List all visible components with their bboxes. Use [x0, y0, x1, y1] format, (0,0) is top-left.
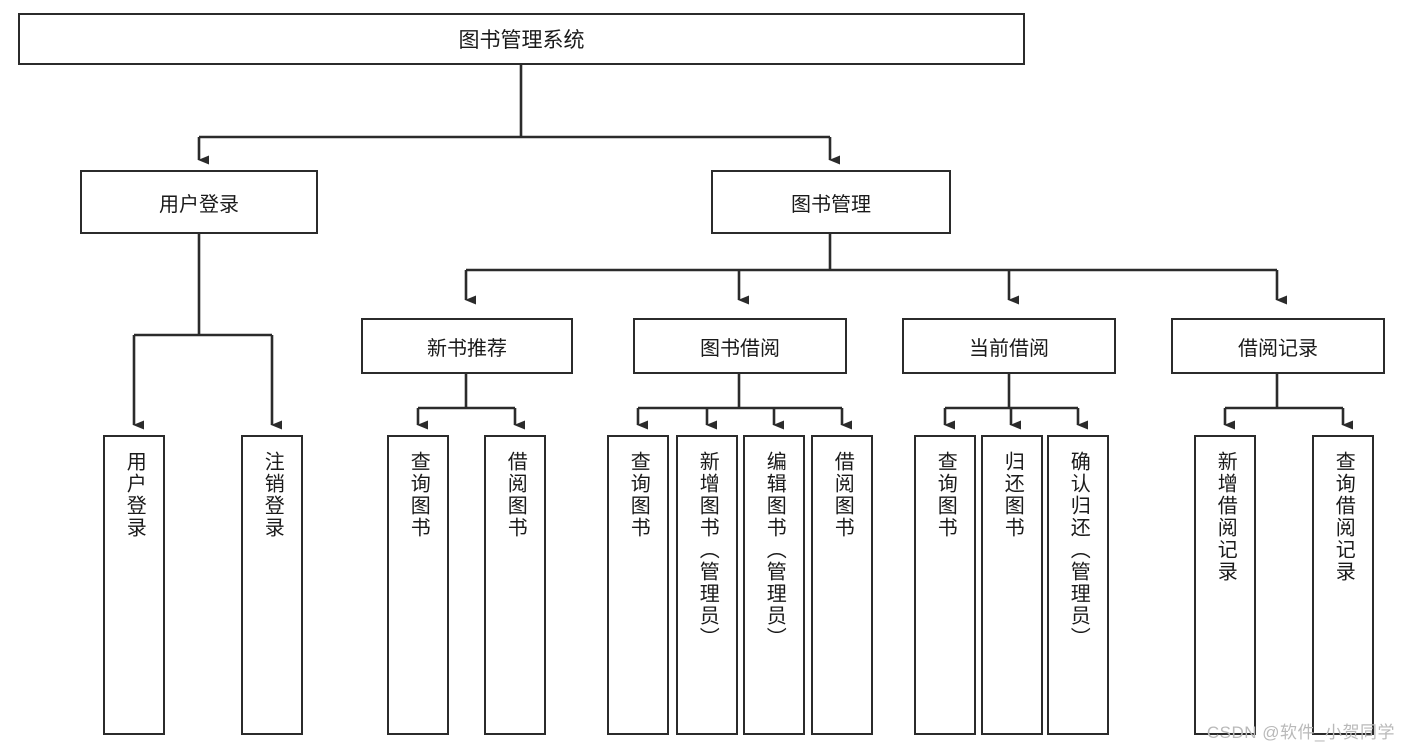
node-book-management[interactable]: 图书管理 [711, 170, 951, 234]
node-book-borrow[interactable]: 图书借阅 [633, 318, 847, 374]
node-book-borrow-label: 图书借阅 [700, 337, 780, 360]
node-leaf-borrow-book-1[interactable]: 借阅图书 [484, 435, 546, 735]
node-user-login[interactable]: 用户登录 [80, 170, 318, 234]
leaf-label: 借阅图书 [504, 451, 527, 539]
node-current-borrow[interactable]: 当前借阅 [902, 318, 1116, 374]
leaf-label: 查询图书 [934, 451, 957, 539]
node-current-borrow-label: 当前借阅 [969, 337, 1049, 360]
node-leaf-add-record[interactable]: 新增借阅记录 [1194, 435, 1256, 735]
node-leaf-query-book-2[interactable]: 查询图书 [607, 435, 669, 735]
node-new-book-recommend-label: 新书推荐 [427, 337, 507, 360]
leaf-label: 用户登录 [123, 451, 146, 539]
node-leaf-logout-login[interactable]: 注销登录 [241, 435, 303, 735]
node-leaf-borrow-book-2[interactable]: 借阅图书 [811, 435, 873, 735]
leaf-label: 查询借阅记录 [1332, 451, 1355, 583]
node-user-login-label: 用户登录 [159, 193, 239, 216]
node-leaf-user-login[interactable]: 用户登录 [103, 435, 165, 735]
node-leaf-confirm-return[interactable]: 确认归还（管理员） [1047, 435, 1109, 735]
leaf-label: 归还图书 [1001, 451, 1024, 539]
node-borrow-record-label: 借阅记录 [1238, 337, 1318, 360]
node-leaf-edit-book[interactable]: 编辑图书（管理员） [743, 435, 805, 735]
leaf-label: 新增图书（管理员） [696, 451, 719, 649]
leaf-label: 编辑图书（管理员） [763, 451, 786, 649]
node-new-book-recommend[interactable]: 新书推荐 [361, 318, 573, 374]
node-leaf-query-book-1[interactable]: 查询图书 [387, 435, 449, 735]
leaf-label: 借阅图书 [831, 451, 854, 539]
node-root-label: 图书管理系统 [458, 29, 585, 52]
node-leaf-return-book[interactable]: 归还图书 [981, 435, 1043, 735]
node-root[interactable]: 图书管理系统 [18, 13, 1025, 65]
node-book-management-label: 图书管理 [791, 193, 871, 216]
leaf-label: 查询图书 [407, 451, 430, 539]
node-leaf-query-book-3[interactable]: 查询图书 [914, 435, 976, 735]
csdn-watermark: CSDN @软件_小贺同学 [1206, 723, 1395, 742]
leaf-label: 确认归还（管理员） [1067, 451, 1090, 649]
node-leaf-query-record[interactable]: 查询借阅记录 [1312, 435, 1374, 735]
node-borrow-record[interactable]: 借阅记录 [1171, 318, 1385, 374]
leaf-label: 注销登录 [261, 451, 284, 539]
node-leaf-add-book[interactable]: 新增图书（管理员） [676, 435, 738, 735]
leaf-label: 查询图书 [627, 451, 650, 539]
leaf-label: 新增借阅记录 [1214, 451, 1237, 583]
